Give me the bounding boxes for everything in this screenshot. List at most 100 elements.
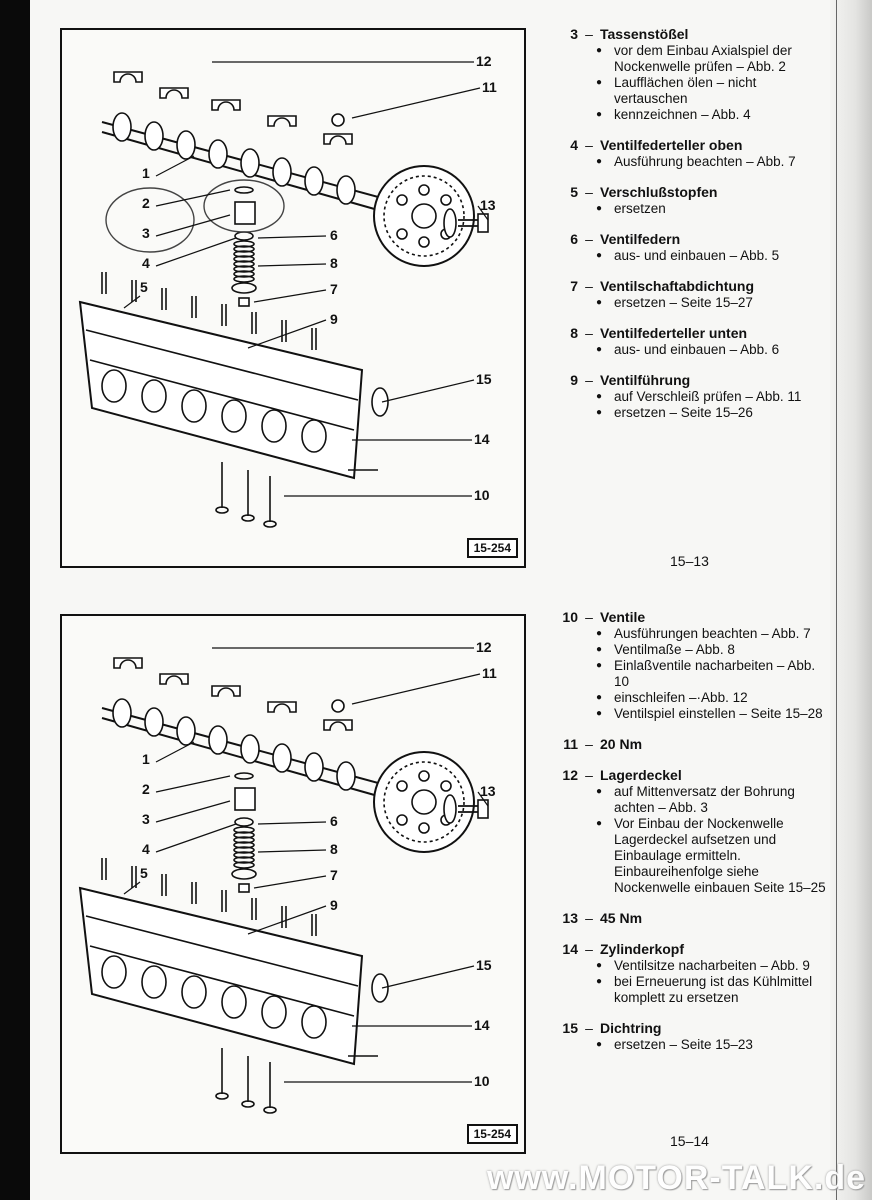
callout-label-11: 11 [482,79,497,95]
callout-leader [257,849,327,853]
callout-leader [247,319,327,349]
callout-leader [155,823,237,853]
entry-heading: 11–20 Nm [548,736,830,753]
entry-number: 10 [562,609,578,625]
spring-retainer-upper [234,231,254,241]
callout-label-8: 8 [330,841,338,857]
parts-list-top: 3–Tassenstößelvor dem Einbau Axialspiel … [548,26,830,435]
entry-heading: 13–45 Nm [548,910,830,927]
entry-heading: 12–Lagerdeckel [548,767,830,784]
parts-entry: 15–Dichtringersetzen – Seite 15–23 [548,1020,830,1053]
callout-label-3: 3 [142,811,150,827]
entry-title: 20 Nm [600,736,643,752]
seal-ring [371,973,389,1003]
cap-nut [331,113,345,127]
cam-lobe [304,752,324,782]
page-number-bottom: 15–14 [670,1133,709,1149]
figure-number-box: 15-254 [466,538,518,558]
callout-label-10: 10 [474,1073,490,1089]
callout-leader [155,237,237,267]
bearing-cap [267,115,297,127]
entry-dash: – [585,910,593,926]
handwritten-circle [105,187,195,253]
callout-label-9: 9 [330,311,338,327]
entry-bullets: Ausführung beachten – Abb. 7 [548,154,830,170]
entry-heading: 10–Ventile [548,609,830,626]
entry-number: 11 [563,736,578,752]
shim [234,186,254,194]
callout-label-7: 7 [330,281,338,297]
callout-leader [123,295,141,309]
callout-leader [155,155,195,177]
sprocket-bolt [458,219,478,227]
cam-lobe [112,112,132,142]
port [221,985,247,1019]
entry-dash: – [585,1020,593,1036]
cam-lobe [336,175,356,205]
port [141,379,167,413]
callout-leader [155,741,195,763]
parts-entry: 6–Ventilfedernaus- und einbauen – Abb. 5 [548,231,830,264]
entry-dash: – [585,26,593,42]
entry-dash: – [585,278,593,294]
entry-number: 15 [562,1020,578,1036]
callout-label-12: 12 [476,53,492,69]
entry-heading: 15–Dichtring [548,1020,830,1037]
cam-lobe [176,130,196,160]
parts-entry: 8–Ventilfederteller untenaus- und einbau… [548,325,830,358]
callout-leader [155,800,231,823]
watermark: www.MOTOR-TALK.de [486,1159,866,1197]
entry-number: 14 [562,941,578,957]
parts-entry: 4–Ventilfederteller obenAusführung beach… [548,137,830,170]
bullet-item: Einlaßventile nacharbeiten – Abb. 10 [596,658,830,690]
parts-entry: 11–20 Nm [548,736,830,753]
entry-number: 6 [570,231,578,247]
callout-leader [351,673,481,705]
cam-lobe [208,139,228,169]
entry-dash: – [585,941,593,957]
entry-bullets: aus- und einbauen – Abb. 6 [548,342,830,358]
bullet-item: Ventilspiel einstellen – Seite 15–28 [596,706,830,722]
spring-retainer-upper [234,817,254,827]
entry-number: 3 [570,26,578,42]
cam-lobe [144,707,164,737]
callout-label-14: 14 [474,431,490,447]
entry-dash: – [585,767,593,783]
parts-entry: 10–VentileAusführungen beachten – Abb. 7… [548,609,830,722]
parts-entry: 13–45 Nm [548,910,830,927]
cam-lobe [240,148,260,178]
callout-leader [247,905,327,935]
callout-leader [123,881,141,895]
entry-number: 13 [562,910,578,926]
entry-number: 12 [562,767,578,783]
entry-title: Tassenstößel [600,26,689,42]
callout-label-9: 9 [330,897,338,913]
entry-heading: 14–Zylinderkopf [548,941,830,958]
shim [234,772,254,780]
cam-lobe [144,121,164,151]
cam-lobe [272,157,292,187]
bearing-cap [267,701,297,713]
port [101,955,127,989]
callout-label-6: 6 [330,813,338,829]
bullet-item: aus- und einbauen – Abb. 5 [596,248,830,264]
entry-title: Dichtring [600,1020,662,1036]
page-number-top: 15–13 [670,553,709,569]
entry-heading: 8–Ventilfederteller unten [548,325,830,342]
callout-label-1: 1 [142,165,150,181]
bucket-tappet [234,201,256,225]
parts-list-bottom: 10–VentileAusführungen beachten – Abb. 7… [548,609,830,1067]
callout-label-6: 6 [330,227,338,243]
callout-leader [155,189,231,207]
callout-label-4: 4 [142,841,150,857]
seal-ring [371,387,389,417]
entry-bullets: ersetzen [548,201,830,217]
callout-label-4: 4 [142,255,150,271]
port [301,419,327,453]
cam-lobe [240,734,260,764]
cam-lobe [176,716,196,746]
entry-dash: – [585,372,593,388]
callout-label-5: 5 [140,279,148,295]
scan-left-edge [0,0,30,1200]
